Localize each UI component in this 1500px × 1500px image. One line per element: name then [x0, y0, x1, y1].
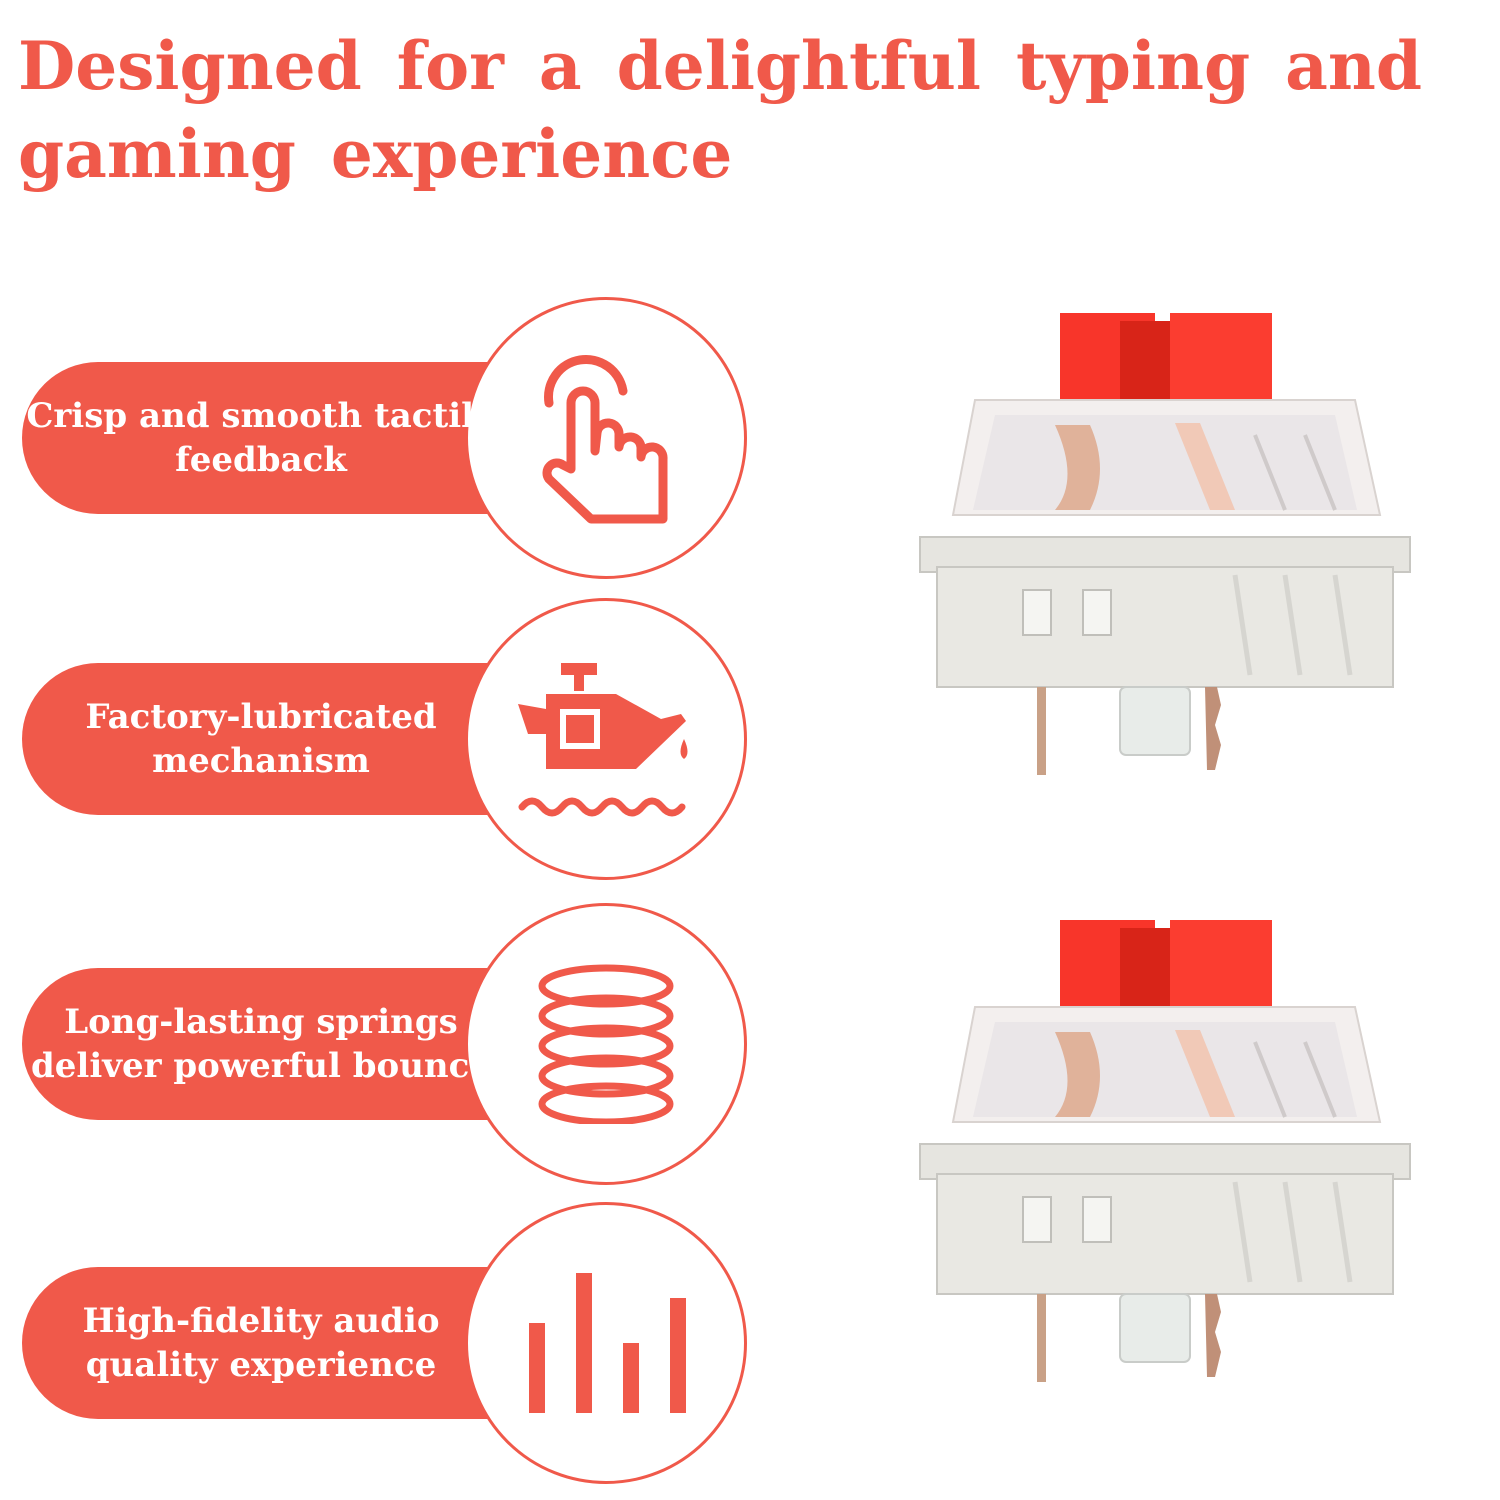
feature-row-tactile: Crisp and smooth tactile feedback	[0, 297, 760, 587]
red-mechanical-switch-icon	[905, 305, 1425, 775]
feature-row-lubricated: Factory-lubricated mechanism	[0, 598, 760, 888]
feature-label: High-fidelity audio quality experience	[82, 1301, 440, 1385]
oil-can-icon	[518, 663, 688, 817]
audio-bars-icon	[528, 1273, 686, 1413]
feature-label: Factory-lubricated mechanism	[85, 697, 437, 781]
spring-coil-icon	[538, 964, 674, 1124]
headline: Designed for a delightful typing and gam…	[18, 27, 1423, 193]
feature-icon-ring	[465, 297, 747, 579]
feature-row-springs: Long-lasting springs deliver powerful bo…	[0, 903, 760, 1193]
feature-row-audio: High-fidelity audio quality experience	[0, 1202, 760, 1492]
feature-icon-ring	[465, 1202, 747, 1484]
feature-icon-ring	[465, 903, 747, 1185]
red-mechanical-switch-icon	[905, 912, 1425, 1382]
tap-finger-icon	[542, 354, 668, 523]
feature-label: Crisp and smooth tactile feedback	[26, 396, 496, 480]
feature-icon-ring	[465, 598, 747, 880]
feature-label: Long-lasting springs deliver powerful bo…	[31, 1002, 491, 1086]
